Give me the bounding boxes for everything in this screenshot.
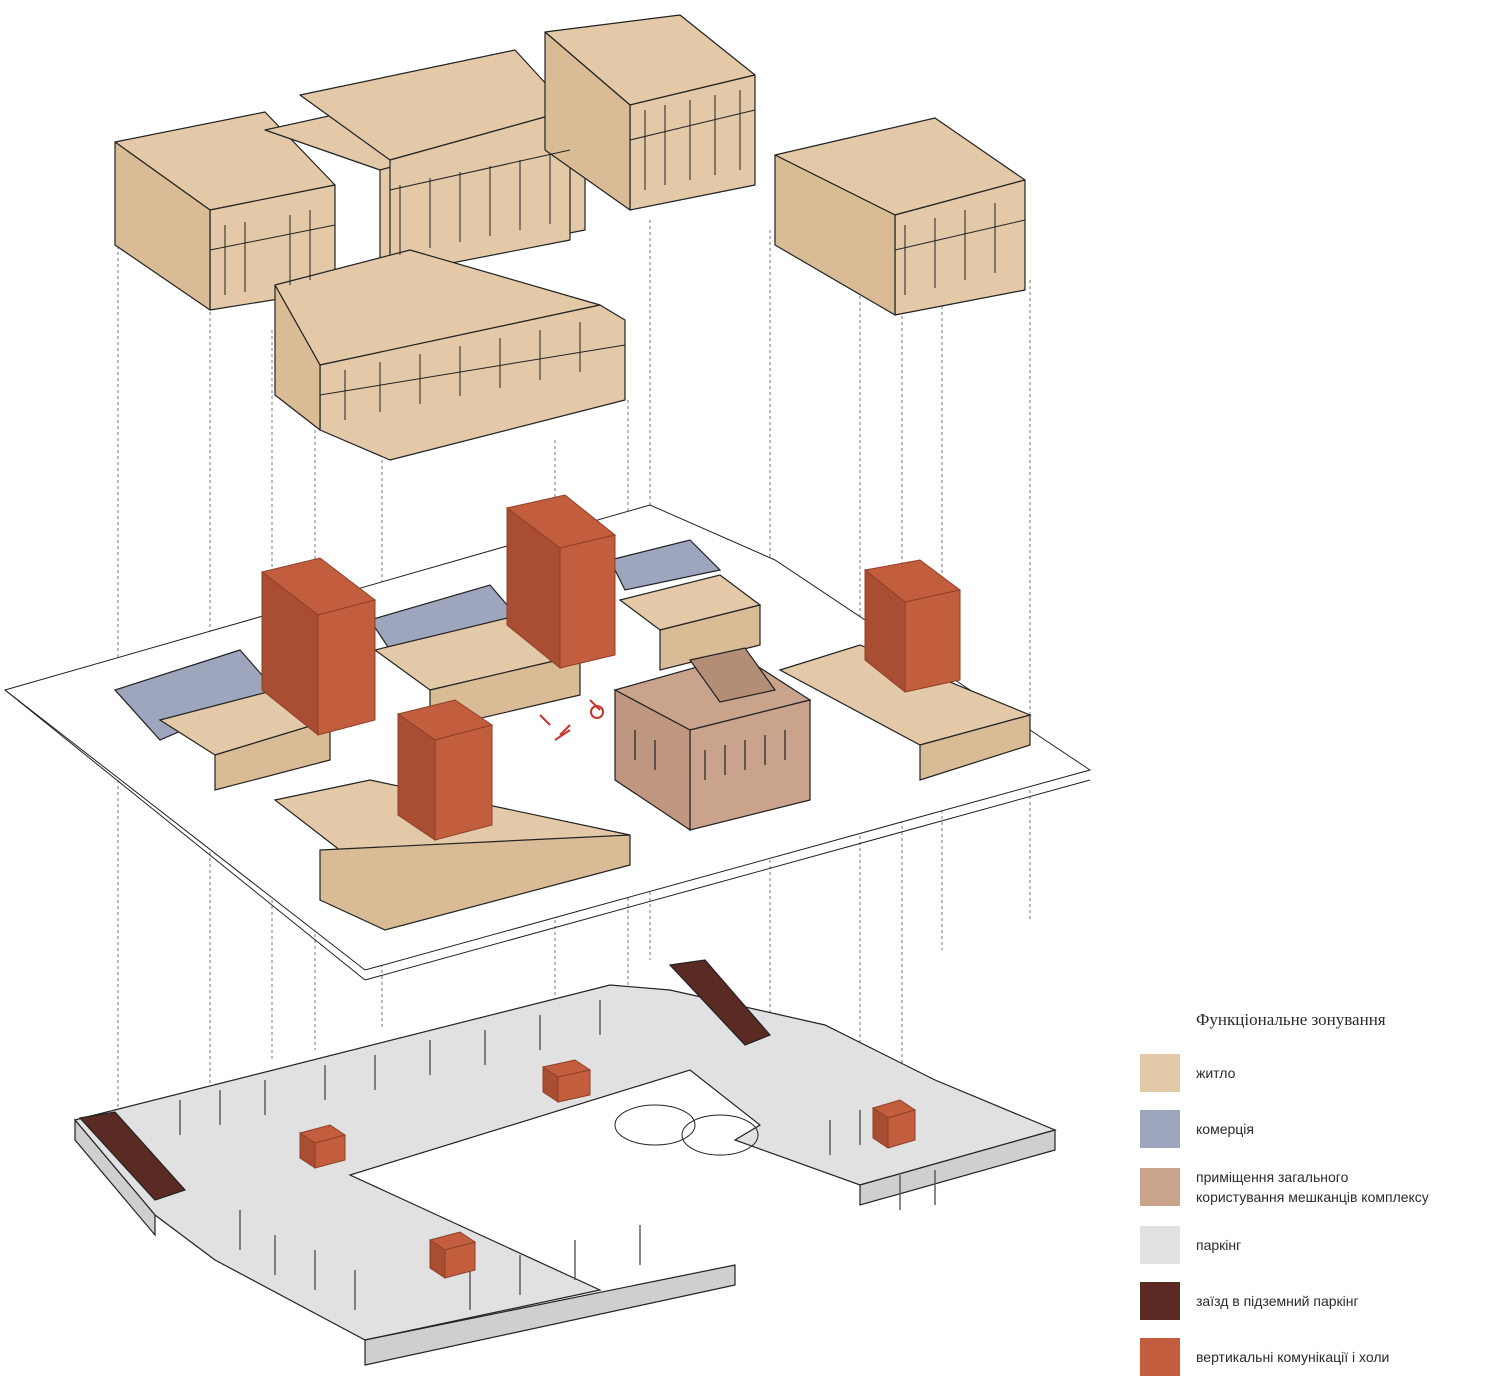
- zoning-legend: Функціональне зонування житло комерція п…: [1140, 1010, 1490, 1394]
- right-tall-block-side: [544, 31, 631, 211]
- legend-title: Функціональне зонування: [1196, 1010, 1386, 1029]
- vertical-cores-parking: [298, 1059, 917, 1279]
- parking-columns: [179, 1000, 936, 1310]
- parking-ramp-left: [78, 1111, 187, 1201]
- legend-item-vertical-cores: вертикальні комунікації і холи: [1140, 1338, 1490, 1376]
- legend-swatch-parking: [1140, 1226, 1180, 1264]
- parking-plaza-circles: [614, 1104, 759, 1156]
- legend-swatch-housing: [1140, 1054, 1180, 1092]
- legend-item-common-areas: приміщення загального користування мешка…: [1140, 1166, 1490, 1208]
- upper-windows: [209, 90, 1026, 420]
- legend-label-housing: житло: [1196, 1065, 1236, 1081]
- far-right-block-side: [774, 154, 896, 316]
- parking-ramp-right: [668, 959, 772, 1046]
- ground-floor-commerce: [113, 539, 722, 741]
- legend-swatch-vertical-cores: [1140, 1338, 1180, 1376]
- legend-label-parking-entrance: заїзд в підземний паркінг: [1196, 1293, 1359, 1309]
- legend-swatch-common-areas: [1140, 1168, 1180, 1206]
- legend-label-common-areas: приміщення загального користування мешка…: [1196, 1169, 1429, 1205]
- central-block-front: [389, 109, 571, 276]
- vertical-cores-ground: [260, 494, 962, 841]
- legend-swatch-parking-entrance: [1140, 1282, 1180, 1320]
- legend-item-parking: паркінг: [1140, 1226, 1490, 1264]
- legend-item-housing: житло: [1140, 1054, 1490, 1092]
- parking-outer-wall: [74, 1118, 156, 1237]
- parking-floor: [73, 984, 1057, 1341]
- housing-upper-floors: [114, 14, 1026, 461]
- front-block-side: [274, 284, 321, 431]
- playground-elements: [539, 699, 604, 741]
- legend-item-commerce: комерція: [1140, 1110, 1490, 1148]
- legend-swatch-commerce: [1140, 1110, 1180, 1148]
- legend-label-vertical-cores: вертикальні комунікації і холи: [1196, 1349, 1390, 1365]
- legend-item-parking-entrance: заїзд в підземний паркінг: [1140, 1282, 1490, 1320]
- heritage-villa: [613, 647, 812, 832]
- legend-label-commerce: комерція: [1196, 1121, 1254, 1137]
- left-block-side: [114, 141, 211, 311]
- underground-parking: [73, 959, 1057, 1366]
- legend-label-parking: паркінг: [1196, 1237, 1242, 1253]
